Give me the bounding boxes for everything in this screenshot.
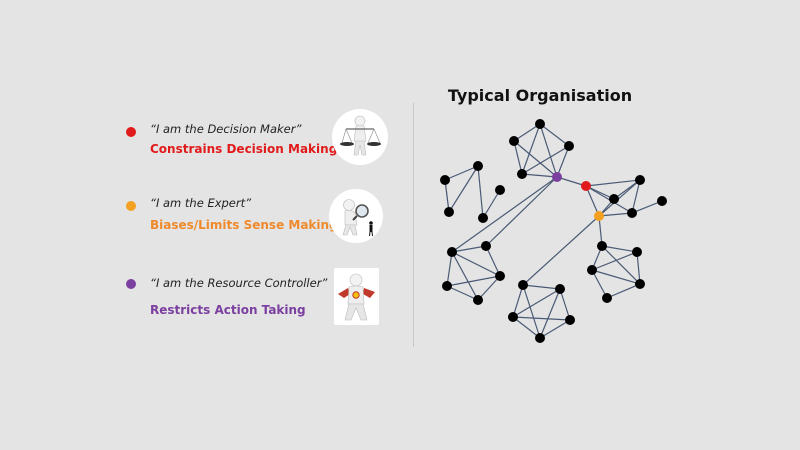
network-node <box>609 194 619 204</box>
network-edge <box>522 284 561 290</box>
network-node <box>444 207 454 217</box>
network-node <box>508 312 518 322</box>
network-node <box>442 281 452 291</box>
network-edge <box>631 200 663 214</box>
role-quote: “I am the Expert” <box>150 196 252 210</box>
network-edge <box>591 269 641 285</box>
network-edge <box>601 245 638 253</box>
network-edge <box>522 215 600 286</box>
decision-maker-node <box>581 181 591 191</box>
network-edge <box>477 165 484 219</box>
network-edge <box>444 179 450 213</box>
network-edge <box>522 284 541 339</box>
network-edge <box>585 179 641 187</box>
role-effect: Constrains Decision Making <box>150 142 338 156</box>
network-edge <box>539 288 561 339</box>
network-node <box>518 280 528 290</box>
network-edge <box>636 251 641 285</box>
network-edge <box>539 123 570 147</box>
superhero-figure-icon <box>334 268 379 325</box>
network-node <box>657 196 667 206</box>
network-node <box>555 284 565 294</box>
network-edge <box>591 269 608 299</box>
network-edge <box>606 283 641 299</box>
network-node <box>602 293 612 303</box>
network-edge <box>598 179 641 217</box>
network-edge <box>601 245 641 285</box>
network-node <box>627 208 637 218</box>
magnifying-glass-figure-icon <box>329 189 383 243</box>
network-node <box>447 247 457 257</box>
network-edge <box>512 316 541 339</box>
role-quote: “I am the Resource Controller” <box>150 276 328 290</box>
network-edge <box>513 140 523 175</box>
network-node <box>478 213 488 223</box>
network-edge <box>512 284 524 318</box>
network-edge <box>451 245 487 253</box>
network-edge <box>598 212 633 217</box>
role-effect: Biases/Limits Sense Making <box>150 218 338 232</box>
network-edge <box>631 179 641 214</box>
network-node <box>635 279 645 289</box>
network-edge <box>513 123 541 142</box>
network-node <box>597 241 607 251</box>
network-node <box>473 295 483 305</box>
network-node <box>535 333 545 343</box>
network-node <box>565 315 575 325</box>
network-edge <box>477 275 501 301</box>
vertical-divider <box>413 103 414 347</box>
network-node <box>495 185 505 195</box>
network-edge <box>556 176 587 187</box>
network-node <box>473 161 483 171</box>
network-node <box>517 169 527 179</box>
network-node <box>632 247 642 257</box>
network-edge <box>446 251 453 287</box>
network-edge <box>598 215 603 247</box>
orange-dot-icon <box>126 201 136 211</box>
network-node <box>495 271 505 281</box>
role-quote: “I am the Decision Maker” <box>150 122 302 136</box>
network-edge <box>485 245 501 277</box>
network-edge <box>521 145 570 175</box>
network-edge <box>444 165 479 181</box>
network-node <box>587 265 597 275</box>
network-node <box>564 141 574 151</box>
network-edge <box>451 251 479 301</box>
network-edge <box>451 251 501 277</box>
red-dot-icon <box>126 127 136 137</box>
network-edge <box>521 173 558 178</box>
resource-controller-node <box>552 172 562 182</box>
role-effect: Restricts Action Taking <box>150 303 306 317</box>
network-edge <box>448 165 479 213</box>
diagram-title: Typical Organisation <box>447 86 633 105</box>
expert-node <box>594 211 604 221</box>
network-edge <box>512 288 561 318</box>
network-edge <box>446 285 479 301</box>
network-edge <box>585 185 633 214</box>
network-edge <box>556 145 570 178</box>
network-edge <box>513 140 558 178</box>
network-edge <box>482 189 501 219</box>
scales-of-justice-figure-icon <box>332 109 388 165</box>
network-edge <box>559 288 571 321</box>
network-edge <box>591 251 638 271</box>
network-edge <box>521 123 541 175</box>
network-edge <box>446 275 501 287</box>
network-node <box>440 175 450 185</box>
network-edge <box>451 176 558 253</box>
network-node <box>509 136 519 146</box>
network-edge <box>585 185 600 217</box>
network-edge <box>539 123 558 178</box>
network-node <box>535 119 545 129</box>
network-node <box>481 241 491 251</box>
network-edge <box>539 319 571 339</box>
network-edge <box>485 176 558 247</box>
network-edge <box>512 316 571 321</box>
purple-dot-icon <box>126 279 136 289</box>
network-node <box>635 175 645 185</box>
